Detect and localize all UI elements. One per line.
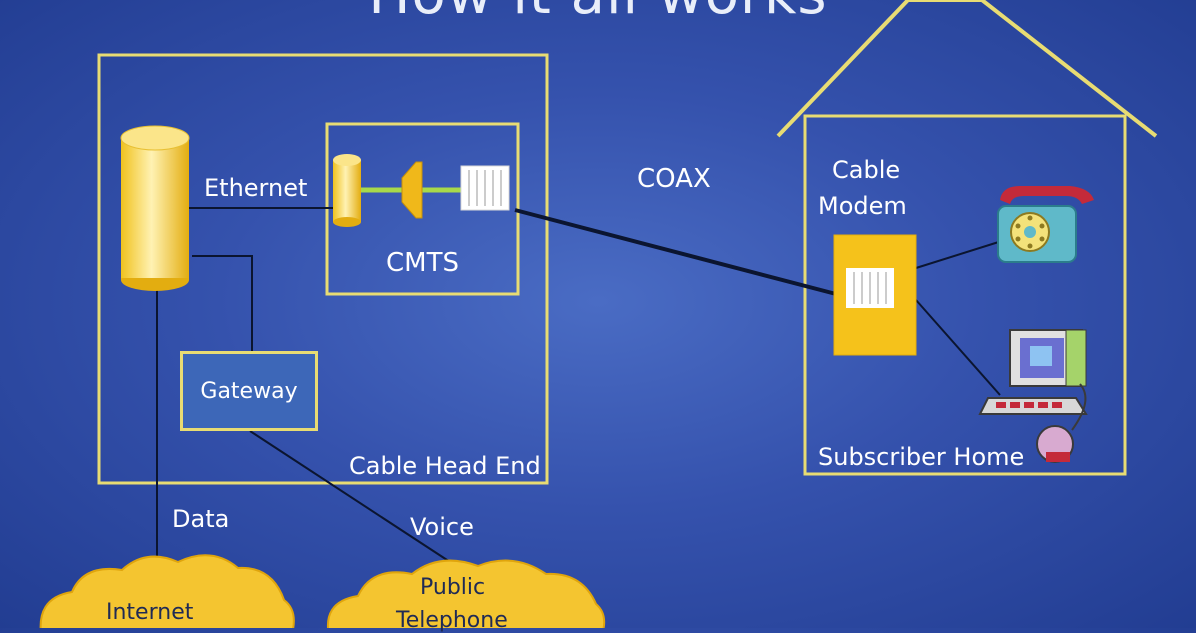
cable-head-end-label: Cable Head End	[349, 452, 541, 480]
slide-title: How it all works	[0, 0, 1196, 27]
public-telephone-label-line2: Telephone	[396, 608, 508, 633]
cmts-label: CMTS	[386, 248, 459, 278]
server-cylinder-icon	[120, 125, 190, 291]
cmts-connector-icon	[401, 161, 423, 219]
internet-cloud-icon	[39, 554, 295, 628]
cable-head-end-box	[97, 53, 549, 485]
subscriber-home-box	[803, 114, 1127, 476]
ethernet-label: Ethernet	[204, 174, 308, 202]
coax-label: COAX	[637, 164, 711, 194]
public-telephone-label-line1: Public	[420, 575, 486, 600]
modem-computer-link	[915, 299, 1001, 396]
gateway-label: Gateway	[200, 378, 298, 404]
modem-phone-link	[915, 239, 1006, 269]
internet-label: Internet	[106, 600, 194, 625]
cmts-server-icon	[333, 154, 361, 227]
gateway-box: Gateway	[180, 351, 318, 431]
coax-link	[514, 208, 837, 296]
voice-label: Voice	[410, 513, 474, 541]
subscriber-home-label: Subscriber Home	[818, 443, 1025, 471]
cmts-module-icon	[460, 165, 510, 211]
server-gateway-link	[192, 255, 253, 351]
cable-modem-icon	[833, 234, 917, 356]
house-roof	[776, 0, 1158, 138]
cable-modem-label-line2: Modem	[818, 192, 907, 220]
public-telephone-cloud-icon	[326, 559, 606, 628]
computer-icon	[978, 329, 1088, 463]
cable-modem-label-line1: Cable	[832, 156, 901, 184]
telephone-icon	[997, 186, 1094, 263]
voice-link	[249, 430, 471, 576]
data-label: Data	[172, 505, 230, 533]
